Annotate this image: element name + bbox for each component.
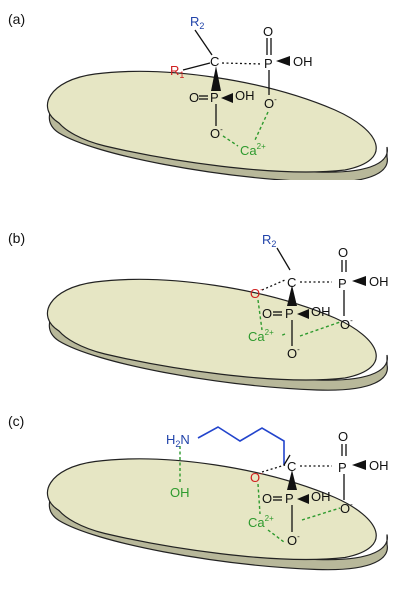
atom-oh-right: OH bbox=[369, 458, 389, 473]
atom-c: C bbox=[210, 54, 219, 69]
wedge-p-oh bbox=[352, 276, 366, 286]
atom-p-right: P bbox=[338, 460, 347, 475]
panel-label-a: (a) bbox=[8, 11, 25, 27]
bond-r2-c bbox=[194, 29, 213, 56]
bone-surface-c bbox=[46, 458, 389, 571]
wedge-p-oh bbox=[276, 56, 290, 66]
atom-oh-left: OH bbox=[235, 88, 255, 103]
atom-calcium: Ca2+ bbox=[248, 514, 274, 530]
atom-r2: R2 bbox=[190, 14, 204, 31]
wedge-bond bbox=[287, 470, 297, 490]
atom-c: C bbox=[287, 275, 296, 290]
bond-r1-c bbox=[182, 62, 211, 71]
atom-oh-left: OH bbox=[311, 304, 331, 319]
atom-p-left: P bbox=[285, 306, 294, 321]
atom-o-top: O bbox=[338, 429, 348, 444]
atom-o-left: O bbox=[189, 90, 199, 105]
atom-p-left: P bbox=[210, 90, 219, 105]
atom-oh-right: OH bbox=[293, 54, 313, 69]
bond-o-c-dashed bbox=[261, 464, 286, 473]
panel-a: (a) R2 R1 C O P OH O- O P OH O- Ca2+ bbox=[8, 11, 388, 180]
atom-o-left: O bbox=[262, 306, 272, 321]
wedge-p-oh bbox=[352, 460, 366, 470]
atom-r1: R1 bbox=[170, 63, 184, 80]
atom-o-minus-left: O- bbox=[287, 345, 300, 361]
wedge-p2-oh bbox=[297, 309, 309, 319]
atom-p-right: P bbox=[264, 56, 273, 71]
atom-surface-oh: OH bbox=[170, 485, 190, 500]
panel-b: (b) R2 O- C O P OH O- O P OH O- Ca2+ bbox=[8, 230, 389, 391]
atom-o-top: O bbox=[263, 24, 273, 39]
atom-o-left: O bbox=[262, 491, 272, 506]
atom-oh-left: OH bbox=[311, 489, 331, 504]
wedge-bond bbox=[287, 285, 297, 306]
panel-label-c: (c) bbox=[8, 413, 24, 429]
panel-c: (c) H2N OH O- C O P OH O- O P OH O- Ca2+ bbox=[8, 413, 389, 571]
hbond-o-ca-c2 bbox=[301, 507, 341, 521]
atom-o-minus-right: O- bbox=[264, 95, 277, 111]
wedge-p2-oh bbox=[221, 93, 233, 103]
bond-c-p-dashed bbox=[221, 62, 263, 65]
hbond-o-ca-b2 bbox=[299, 321, 341, 337]
wedge-p2-oh bbox=[297, 494, 309, 504]
bond-o-c-dashed bbox=[261, 279, 286, 291]
amine-side-chain bbox=[197, 426, 285, 465]
atom-oh-right: OH bbox=[369, 274, 389, 289]
atom-o-minus-right: O- bbox=[340, 316, 353, 332]
atom-c: C bbox=[287, 459, 296, 474]
atom-o-red: O- bbox=[250, 285, 263, 301]
wedge-bond bbox=[211, 66, 221, 91]
bond-r2-c bbox=[276, 247, 291, 271]
atom-o-minus-left: O- bbox=[287, 532, 300, 548]
atom-h2n: H2N bbox=[166, 432, 190, 449]
atom-o-red: O- bbox=[250, 469, 263, 485]
bone-surface-b bbox=[46, 278, 389, 391]
atom-p-left: P bbox=[285, 491, 294, 506]
atom-o-top: O bbox=[338, 245, 348, 260]
atom-r2: R2 bbox=[262, 232, 276, 249]
atom-calcium: Ca2+ bbox=[248, 328, 274, 344]
panel-label-b: (b) bbox=[8, 230, 25, 246]
atom-calcium: Ca2+ bbox=[240, 142, 266, 158]
atom-o-minus-right: O- bbox=[340, 500, 353, 516]
atom-p-right: P bbox=[338, 276, 347, 291]
atom-o-minus-left: O- bbox=[210, 125, 223, 141]
